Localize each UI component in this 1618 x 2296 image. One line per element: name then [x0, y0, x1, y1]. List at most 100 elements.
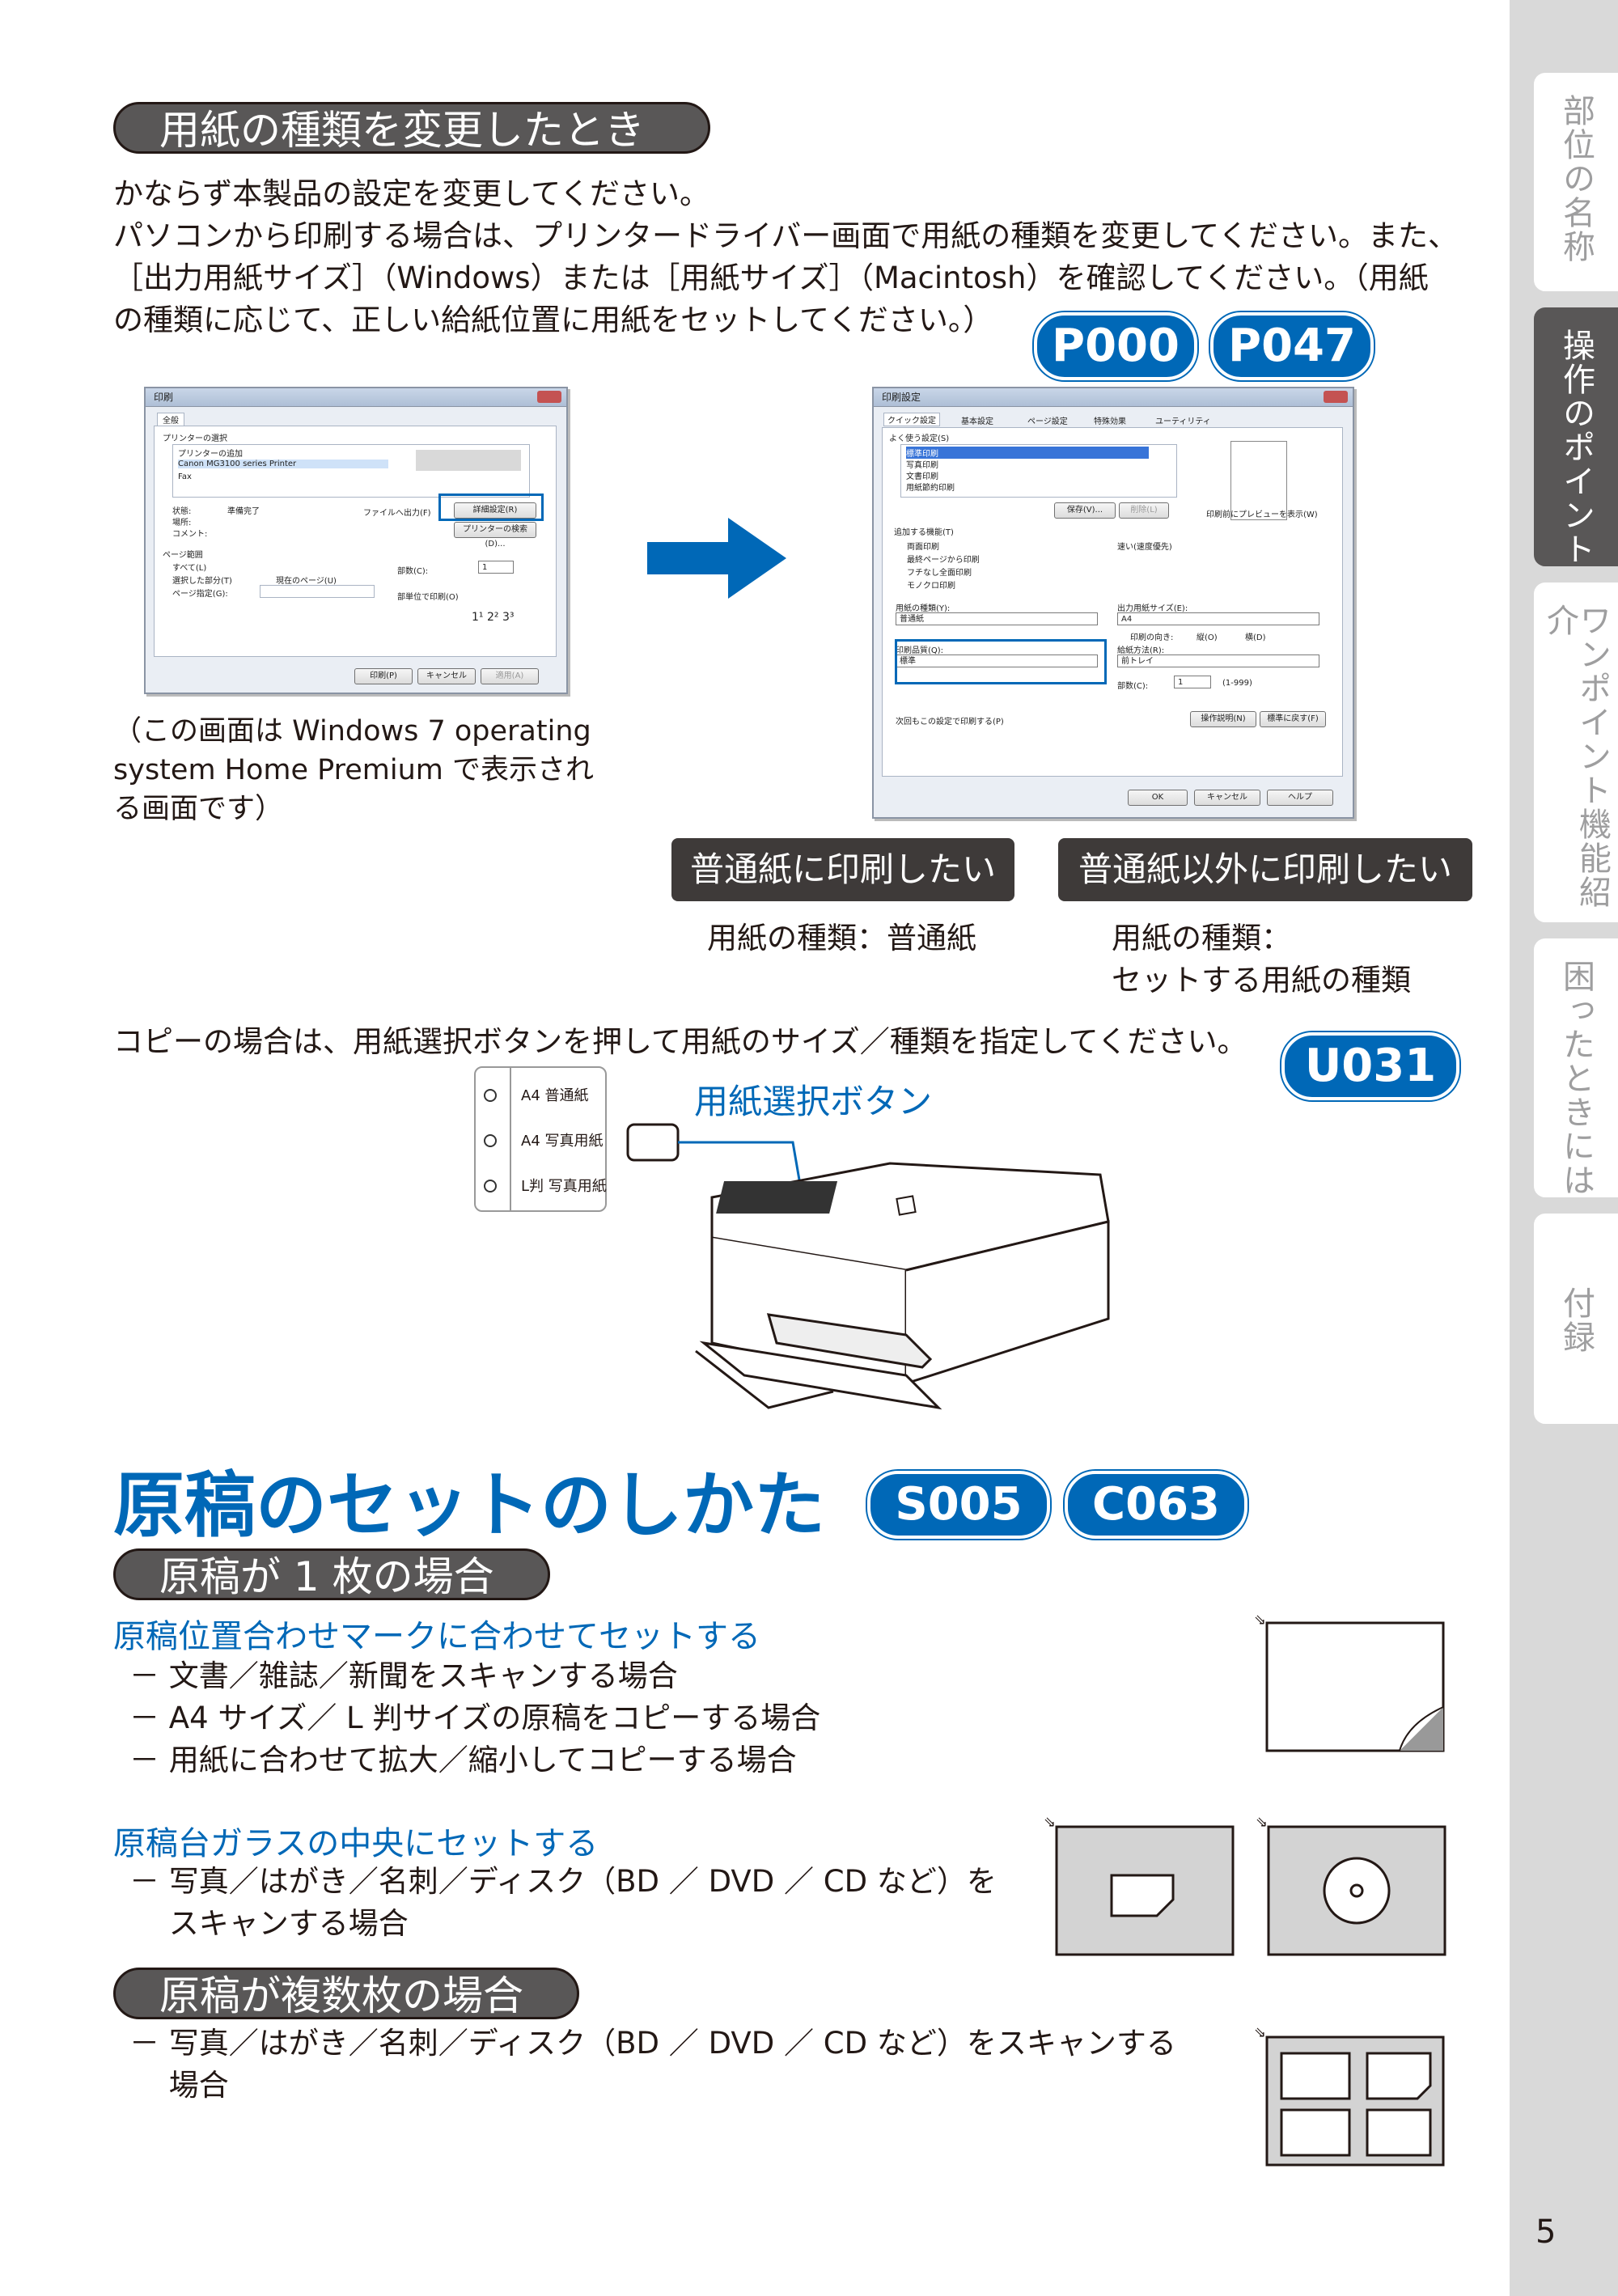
para-line: ［出力用紙サイズ］（Windows）または［用紙サイズ］（Macintosh）を… [113, 261, 1429, 295]
print-settings-dialog-screenshot: 印刷設定 クイック設定 基本設定 ページ設定 特殊効果 ユーティリティ よく使う… [872, 387, 1354, 819]
dialog-panel: プリンターの選択 プリンターの追加 Canon MG3100 series Pr… [154, 426, 557, 657]
fast-check: 速い(速度優先) [1117, 543, 1172, 552]
svg-text:⇘: ⇘ [1254, 2024, 1266, 2041]
help-instructions-button: 操作説明(N) [1190, 711, 1256, 727]
arrow-right-icon [647, 518, 786, 599]
paper-option: L判 写真用紙 [521, 1178, 607, 1195]
para-line: かならず本製品の設定を変更してください。 [113, 176, 710, 211]
printer-list: プリンターの追加 Canon MG3100 series Printer Fax [172, 444, 530, 498]
dialog-titlebar: 印刷 [146, 388, 566, 407]
subsection-single: 原稿が 1 枚の場合 [113, 1548, 550, 1600]
copy-paragraph: コピーの場合は、用紙選択ボタンを押して用紙のサイズ／種類を指定してください。 [113, 1024, 1247, 1059]
paper-options-panel: A4 普通紙 A4 写真用紙 L判 写真用紙 [474, 1066, 607, 1212]
page-ref-badge[interactable]: P047 [1210, 312, 1374, 380]
indicator-lamp-icon [484, 1134, 497, 1147]
tab-basic: 基本設定 [961, 417, 993, 426]
tab-label: 付録 [1557, 1286, 1595, 1354]
svg-text:⇘: ⇘ [1256, 1814, 1268, 1831]
defaults-button: 標準に戻す(F) [1260, 711, 1326, 727]
common-item: 文書印刷 [906, 472, 938, 481]
page-ref-badge[interactable]: U031 [1281, 1032, 1459, 1100]
delete-button: 削除(L) [1119, 502, 1169, 519]
caption-line: る画面です） [113, 793, 284, 825]
svg-text:⇘: ⇘ [1044, 1814, 1056, 1831]
section-title-paper-type: 用紙の種類を変更したとき [113, 102, 710, 154]
heading-center: 原稿台ガラスの中央にセットする [113, 1825, 599, 1862]
option-plain-desc: 用紙の種類：普通紙 [707, 921, 976, 955]
option-plain-paper: 普通紙に印刷したい [671, 838, 1014, 901]
media-highlight [895, 639, 1107, 684]
paper-option: A4 普通紙 [521, 1087, 589, 1104]
copies-range: (1-999) [1222, 679, 1252, 688]
list-item: － 写真／はがき／名刺／ディスク（BD ／ DVD ／ CD など）をスキャンす… [129, 2026, 1176, 2061]
cancel-button: キャンセル [417, 668, 476, 684]
find-printer-button: プリンターの検索(D)... [454, 522, 536, 549]
close-icon [537, 391, 561, 403]
page-ref-badge[interactable]: C063 [1065, 1471, 1247, 1539]
tab-general: 全般 [157, 413, 184, 426]
copies-value: 1 [1174, 676, 1211, 688]
out-size-label: 出力用紙サイズ(E): [1117, 604, 1188, 613]
tab-quick: クイック設定 [883, 413, 940, 426]
heading-alignment-mark: 原稿位置合わせマークに合わせてセットする [113, 1618, 760, 1655]
page-ref-badge[interactable]: S005 [867, 1471, 1050, 1539]
tab-page: ページ設定 [1027, 417, 1068, 426]
range-pages: ページ指定(G): [172, 590, 228, 599]
section-title-originals: 原稿のセットのしかた [113, 1448, 825, 1551]
extra-item: 両面印刷 [907, 543, 939, 552]
extra-item: モノクロ印刷 [907, 582, 955, 591]
common-item: 標準印刷 [906, 447, 1149, 459]
help-button: ヘルプ [1267, 790, 1333, 806]
print-button: 印刷(P) [354, 668, 413, 684]
orientation-label: 印刷の向き: [1130, 633, 1174, 642]
title-blue-part: 原稿 [113, 1464, 256, 1547]
tab-label: ワンポイント機能紹介 [1541, 604, 1611, 909]
printer-item: Canon MG3100 series Printer [178, 460, 388, 468]
media-label: 用紙の種類(Y): [896, 604, 951, 613]
details-highlight [438, 494, 544, 521]
quality-label: 印刷品質(Q): [896, 646, 944, 655]
collate-check: 部単位で印刷(O) [397, 593, 459, 602]
orientation-landscape: 横(D) [1245, 633, 1266, 642]
center-card-illustration: ⇘ [1044, 1814, 1235, 1956]
alignment-corner-illustration: ⇘ [1254, 1612, 1445, 1752]
list-item: 場合 [129, 2068, 229, 2103]
multiple-originals-illustration: ⇘ [1254, 2024, 1445, 2167]
blurred-printers [416, 450, 521, 471]
para-line: パソコンから印刷する場合は、プリンタードライバー画面で用紙の種類を変更してくださ… [113, 218, 1459, 253]
center-disc-illustration: ⇘ [1256, 1814, 1446, 1956]
tab-operation-points[interactable]: 操作のポイント [1534, 307, 1618, 566]
tab-one-point[interactable]: ワンポイント機能紹介 [1534, 582, 1618, 922]
always-check: 次回もこの設定で印刷する(P) [896, 718, 1004, 727]
svg-text:⇘: ⇘ [1254, 1612, 1266, 1629]
preview-check: 印刷前にプレビューを表示(W) [1206, 510, 1318, 519]
title-rest-part: のセットのしかた [256, 1464, 826, 1547]
paper-option: A4 写真用紙 [521, 1133, 604, 1150]
status-value: 準備完了 [227, 507, 260, 516]
preview-page-icon [1230, 441, 1287, 520]
paper-select-button-label: 用紙選択ボタン [694, 1082, 933, 1121]
option-other-desc: セットする用紙の種類 [1112, 963, 1411, 998]
location-label: 場所: [172, 519, 192, 527]
group-label: ページ範囲 [163, 551, 203, 560]
print-dialog-screenshot: 印刷 全般 プリンターの選択 プリンターの追加 Canon MG3100 ser… [144, 387, 568, 694]
option-other-desc: 用紙の種類： [1112, 921, 1291, 955]
tab-appendix[interactable]: 付録 [1534, 1214, 1618, 1424]
common-label: よく使う設定(S) [889, 434, 950, 443]
tab-parts-names[interactable]: 部位の名称 [1534, 73, 1618, 291]
cancel-button: キャンセル [1194, 790, 1260, 806]
printer-item: プリンターの追加 [178, 450, 243, 459]
tab-utility: ユーティリティ [1155, 417, 1211, 426]
range-selection: 選択した部分(T) [172, 577, 232, 586]
copies-label: 部数(C): [1117, 682, 1149, 691]
caption-line: （この画面は Windows 7 operating [113, 715, 591, 748]
para-line: の種類に応じて、正しい給紙位置に用紙をセットしてください。） [113, 303, 993, 337]
subsection-multiple: 原稿が複数枚の場合 [113, 1968, 579, 2019]
media-select: 普通紙 [896, 612, 1098, 625]
range-current: 現在のページ(U) [276, 577, 337, 586]
indicator-lamp-icon [484, 1180, 497, 1192]
tab-troubleshooting[interactable]: 困ったときには [1534, 938, 1618, 1197]
source-label: 給紙方法(R): [1117, 646, 1165, 655]
common-item: 用紙節約印刷 [906, 484, 955, 493]
page-ref-badge[interactable]: P000 [1034, 312, 1197, 380]
